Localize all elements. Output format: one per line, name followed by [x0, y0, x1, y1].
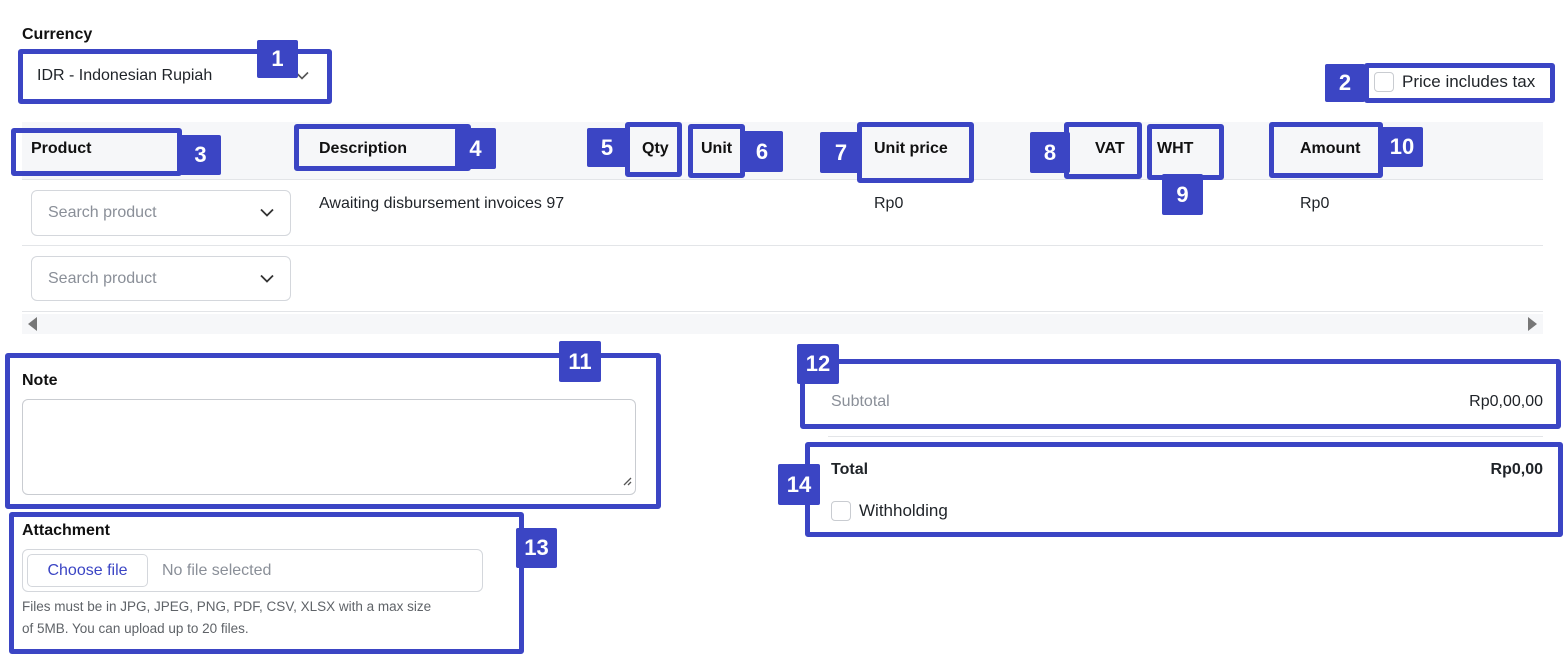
annotation-badge-3: 3 — [180, 135, 221, 175]
annotation-badge-4: 4 — [455, 128, 496, 169]
attachment-help-line1: Files must be in JPG, JPEG, PNG, PDF, CS… — [22, 599, 432, 614]
file-input[interactable]: Choose file No file selected — [22, 549, 483, 592]
annotation-box-12 — [800, 359, 1561, 429]
currency-label: Currency — [22, 26, 93, 43]
row-divider — [22, 245, 1543, 246]
note-textarea[interactable] — [22, 399, 636, 495]
choose-file-button[interactable]: Choose file — [27, 554, 148, 587]
currency-selected-value: IDR - Indonesian Rupiah — [37, 67, 213, 84]
chevron-down-icon — [295, 71, 309, 81]
price-includes-tax-label: Price includes tax — [1402, 72, 1536, 91]
annotation-badge-11: 11 — [559, 341, 601, 382]
row-unit-price[interactable]: Rp0 — [874, 195, 904, 212]
header-divider — [22, 179, 1543, 180]
total-value: Rp0,00 — [1490, 461, 1543, 478]
attachment-label: Attachment — [22, 522, 111, 539]
chevron-down-icon — [260, 208, 274, 218]
scroll-right-icon[interactable] — [1527, 317, 1537, 336]
annotation-badge-10: 10 — [1381, 127, 1423, 167]
annotation-badge-9: 9 — [1162, 174, 1203, 215]
product-search-placeholder: Search product — [48, 204, 157, 221]
withholding-label: Withholding — [859, 501, 948, 520]
annotation-box-14 — [805, 442, 1563, 537]
row-description[interactable]: Awaiting disbursement invoices 97 — [319, 195, 565, 212]
column-header-wht: WHT — [1157, 140, 1194, 157]
column-header-unit-price: Unit price — [874, 140, 948, 157]
annotation-badge-6: 6 — [741, 131, 783, 172]
product-search-select[interactable]: Search product — [31, 190, 291, 236]
annotation-badge-14: 14 — [778, 464, 820, 505]
chevron-down-icon — [260, 274, 274, 283]
column-header-vat: VAT — [1095, 140, 1125, 157]
annotation-badge-12: 12 — [797, 344, 839, 384]
subtotal-label: Subtotal — [831, 393, 890, 410]
subtotal-value: Rp0,00,00 — [1469, 393, 1543, 410]
attachment-help-line2: of 5MB. You can upload up to 20 files. — [22, 621, 249, 636]
column-header-unit: Unit — [701, 140, 733, 157]
row-divider — [22, 311, 1543, 312]
file-status: No file selected — [162, 562, 272, 579]
product-search-placeholder: Search product — [48, 269, 157, 287]
column-header-product: Product — [31, 140, 92, 157]
annotation-badge-5: 5 — [587, 128, 627, 167]
column-header-qty: Qty — [642, 140, 669, 157]
product-search-select[interactable]: Search product — [31, 256, 291, 301]
scroll-left-icon[interactable] — [28, 317, 38, 336]
price-includes-tax-checkbox[interactable] — [1374, 72, 1394, 92]
column-header-description: Description — [319, 140, 408, 157]
row-amount: Rp0 — [1300, 195, 1330, 212]
withholding-checkbox[interactable] — [831, 501, 851, 521]
annotation-badge-2: 2 — [1325, 64, 1365, 102]
resize-grip-icon[interactable] — [622, 473, 632, 491]
note-label: Note — [22, 372, 58, 389]
annotation-badge-1: 1 — [257, 40, 298, 78]
annotation-badge-8: 8 — [1030, 132, 1070, 173]
column-header-amount: Amount — [1300, 140, 1361, 157]
horizontal-scrollbar[interactable] — [22, 314, 1543, 334]
annotation-badge-7: 7 — [820, 132, 862, 173]
summary-divider — [828, 436, 1543, 437]
annotation-badge-13: 13 — [516, 528, 557, 568]
total-label: Total — [831, 461, 869, 478]
